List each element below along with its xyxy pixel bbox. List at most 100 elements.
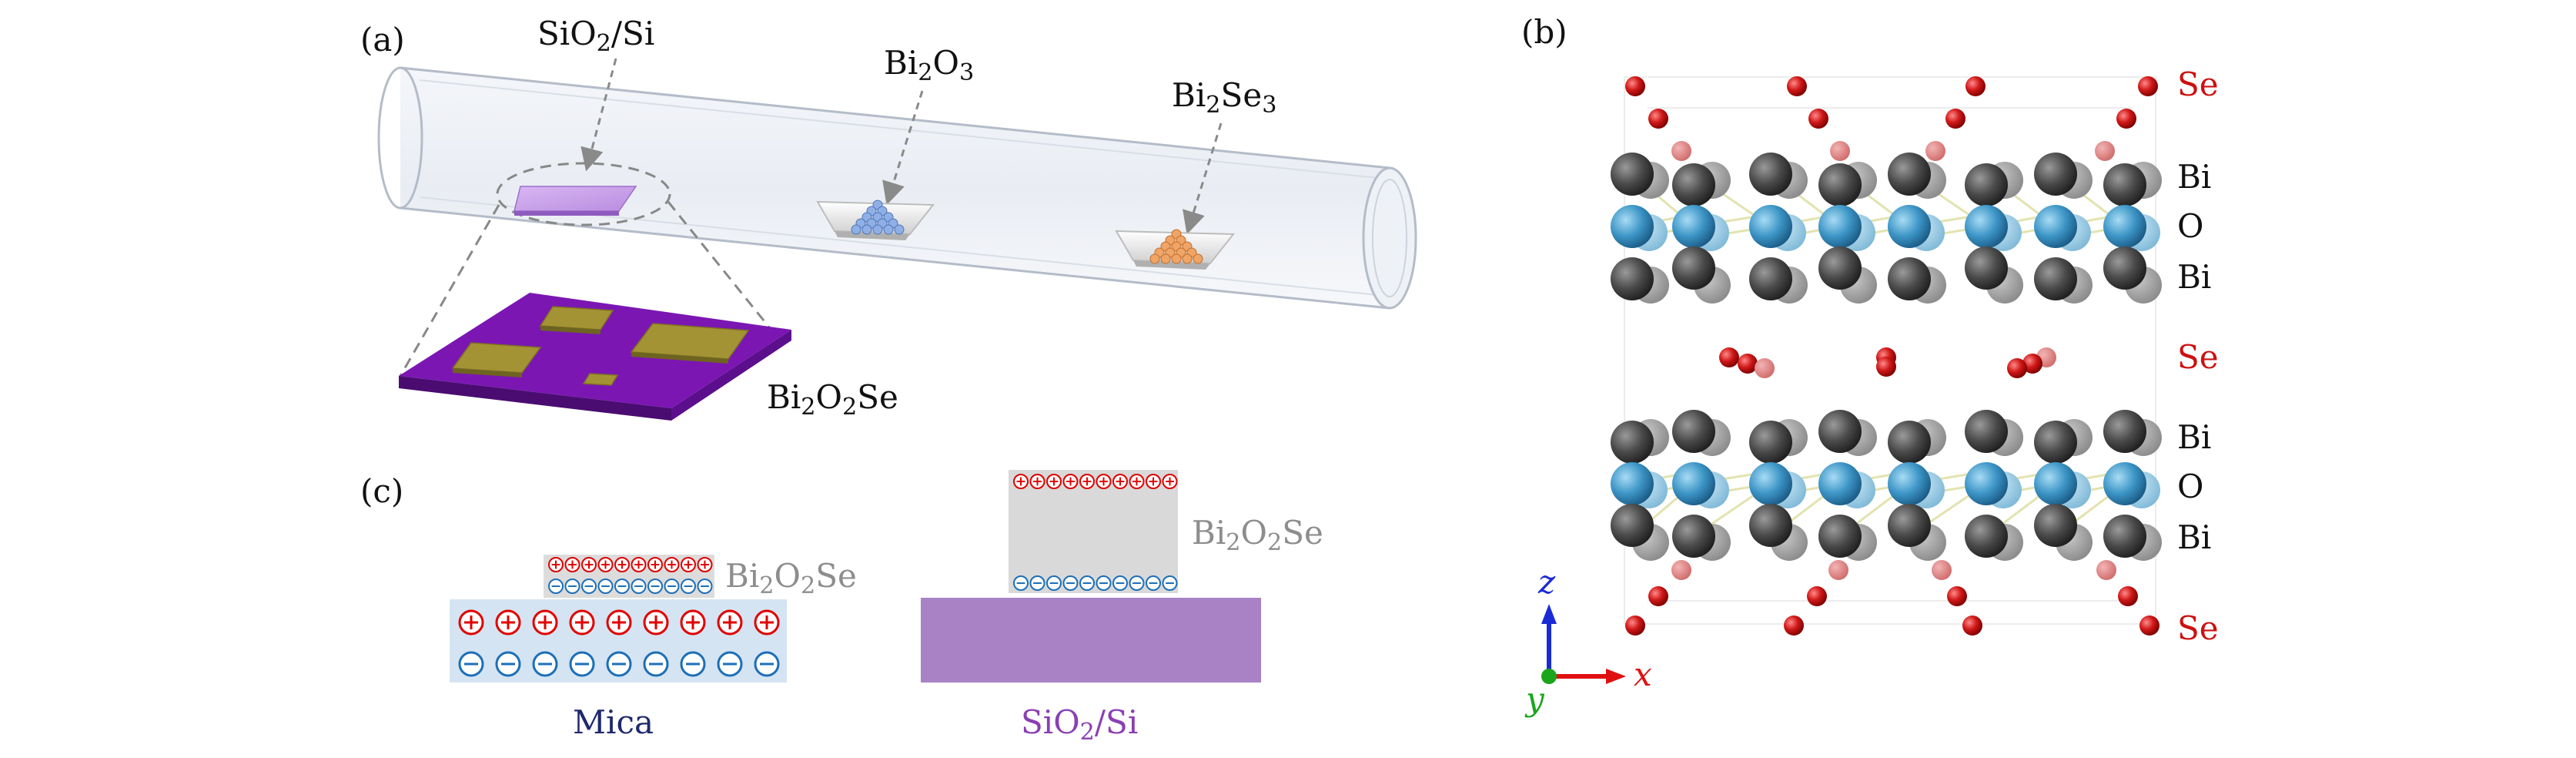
powder-grain: [1171, 253, 1182, 264]
sio2-label: SiO2/Si: [1021, 703, 1138, 746]
atom: [1876, 357, 1896, 377]
axis-z-label: z: [1537, 563, 1556, 601]
atom: [1784, 615, 1804, 636]
atom: [1962, 615, 1982, 636]
right-film-minus-row: [1013, 575, 1178, 591]
atom: [1818, 247, 1862, 290]
atom: [1807, 586, 1827, 606]
left-film-label: Bi2O2Se: [725, 557, 857, 599]
atom: [1672, 462, 1715, 505]
flake-label-text: Bi2O2Se: [767, 378, 898, 421]
atom: [1818, 410, 1862, 453]
atom: [1932, 560, 1952, 580]
atom: [1672, 163, 1715, 206]
atom: [1818, 462, 1862, 505]
layer-label: Se: [2177, 338, 2219, 376]
flake: [539, 306, 614, 330]
right-film-label: Bi2O2Se: [1192, 514, 1323, 556]
zoom-line-left: [399, 204, 500, 377]
powder-grain: [1149, 253, 1160, 264]
atom: [1648, 109, 1668, 129]
atom: [1965, 410, 2008, 453]
substrate-label: SiO2/Si: [537, 15, 654, 57]
atom: [1611, 257, 1654, 300]
atom: [1945, 109, 1965, 129]
atom: [1965, 462, 2008, 505]
zoom-ellipse: [496, 162, 671, 226]
atom: [1749, 504, 1792, 547]
atom: [1749, 153, 1792, 196]
source2-arrow: [1183, 122, 1223, 235]
source2-boat: [1115, 229, 1236, 270]
atom: [1888, 205, 1931, 248]
atom: [2138, 76, 2158, 96]
atom: [1888, 257, 1931, 300]
atom: [2034, 421, 2077, 464]
atom: [1808, 109, 1828, 129]
substrate-arrow: [580, 58, 617, 172]
substrate-pad: [514, 186, 637, 212]
atom: [2022, 354, 2042, 374]
atom: [1611, 462, 1654, 505]
atom: [1738, 354, 1758, 374]
atom: [2034, 257, 2077, 300]
atom: [2096, 560, 2116, 580]
atom: [1888, 462, 1931, 505]
atom: [2103, 462, 2146, 505]
layer-label: Bi: [2177, 258, 2211, 296]
panel-a-label: (a): [360, 21, 405, 59]
layer-labels: Se Bi O Bi Se Bi O Bi Se: [2177, 65, 2219, 647]
source1-arrow: [882, 90, 924, 206]
atom: [1888, 504, 1931, 547]
panel-a: (a) SiO2/Si: [360, 15, 1417, 421]
mica-label: Mica: [573, 703, 654, 741]
layer-label: Se: [2177, 609, 2219, 647]
atom: [2103, 247, 2146, 290]
atom: [1672, 205, 1715, 248]
atom: [1828, 560, 1848, 580]
atom: [1830, 141, 1850, 161]
powder-grain: [1193, 253, 1203, 264]
atom: [1672, 247, 1715, 290]
atom: [2103, 515, 2146, 558]
atom: [1749, 205, 1792, 248]
atom: [1947, 586, 1967, 606]
atom: [1611, 205, 1654, 248]
crystal-structure: [1611, 76, 2162, 636]
atom: [2118, 586, 2138, 606]
gold-flakes: [451, 306, 750, 386]
atom: [1818, 205, 1862, 248]
zoom-line-right: [667, 201, 771, 329]
atom: [1749, 257, 1792, 300]
layer-label: Bi: [2177, 418, 2211, 456]
axis-x-label: x: [1634, 656, 1652, 693]
atom: [1648, 586, 1668, 606]
panel-b: (b) Se Bi O Bi Se Bi O Bi Se z: [1521, 13, 2219, 718]
atom: [1888, 421, 1931, 464]
source1-label: Bi2O3: [884, 44, 974, 86]
atom: [2103, 410, 2146, 453]
right-film: [1009, 470, 1178, 593]
zoomed-substrate: [399, 293, 791, 421]
atom: [1818, 163, 1862, 206]
atom: [1965, 515, 2008, 558]
powder-grain: [1160, 253, 1171, 264]
axis-y-label: y: [1524, 680, 1545, 718]
panel-b-label: (b): [1521, 13, 1567, 51]
atom: [1672, 410, 1715, 453]
left-film-plus-row: [548, 557, 713, 572]
left-film-minus-row: [548, 579, 713, 594]
atom: [2103, 163, 2146, 206]
atom: [1965, 163, 2008, 206]
atom: [2034, 504, 2077, 547]
bi2se3-powder: [1149, 229, 1203, 264]
right-film-plus-row: [1013, 474, 1178, 489]
flake: [582, 373, 619, 386]
atom: [1671, 560, 1691, 580]
atom: [1611, 153, 1654, 196]
unit-cell-outline: [1624, 76, 2156, 625]
atom: [2139, 615, 2159, 636]
mica-minus-row: [458, 651, 780, 677]
atom: [1611, 421, 1654, 464]
